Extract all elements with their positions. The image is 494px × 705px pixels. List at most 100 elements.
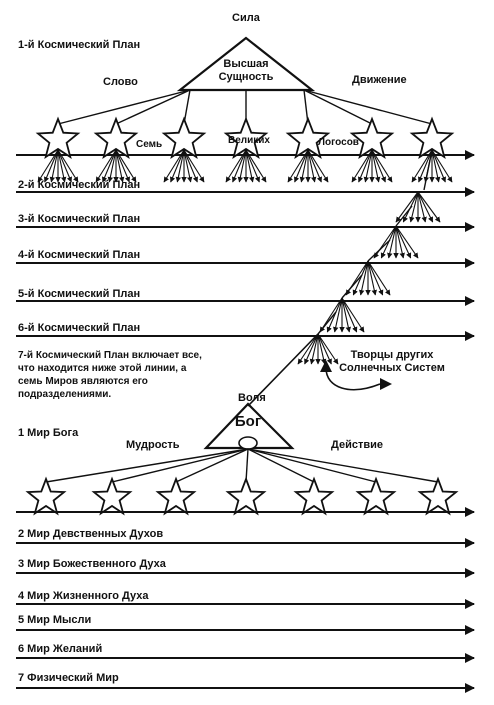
god-circle xyxy=(238,436,258,450)
logos-fan-3-arrow-1 xyxy=(163,149,185,183)
chain-fan-1-arrow-3 xyxy=(409,191,419,223)
logos-fan-1-arrow-7 xyxy=(57,149,79,183)
world-star-4 xyxy=(225,476,267,516)
logos-word-great: Великих xyxy=(228,135,270,146)
logos-fan-6-arrow-2 xyxy=(358,149,373,183)
cosmic-plane-1-label: 1-й Космический План xyxy=(18,39,141,51)
word-label: Слово xyxy=(103,76,138,88)
logos-fan-2-arrow-3 xyxy=(107,149,117,183)
logos-fan-5-arrow-2 xyxy=(294,149,309,183)
chain-fan-5-arrow-2 xyxy=(304,333,319,365)
chain-fan-1-arrow-7 xyxy=(417,191,441,223)
wisdom-label: Мудрость xyxy=(126,439,180,451)
logos-word-logoi: Логосов xyxy=(318,137,359,148)
world-3-label: 3 Мир Божественного Духа xyxy=(18,558,166,570)
creators-arrowhead xyxy=(380,378,392,390)
logos-fan-5-arrow-7 xyxy=(307,149,329,183)
action-label: Действие xyxy=(331,439,383,451)
logos-star-4 xyxy=(223,116,269,160)
logos-fan-4-arrow-5 xyxy=(245,149,255,183)
supreme-being-label-line1: Высшая xyxy=(223,58,269,70)
logos-fan-2-arrow-7 xyxy=(115,149,137,183)
logos-ray-1 xyxy=(57,89,191,125)
logos-fan-7-arrow-2 xyxy=(418,149,433,183)
supreme-being-label-line2: Сущность xyxy=(218,71,274,83)
creators-arrowhead-up xyxy=(320,360,332,372)
logos-star-5 xyxy=(285,116,331,160)
logos-star-3 xyxy=(161,116,207,160)
motion-label: Движение xyxy=(352,74,407,86)
world-7-label: 7 Физический Мир xyxy=(18,672,119,684)
logos-fan-3-arrow-5 xyxy=(183,149,193,183)
chain-fan-3-arrow-5 xyxy=(367,260,377,296)
chain-fan-2-arrow-3 xyxy=(387,225,397,259)
will-label: Воля xyxy=(238,392,266,404)
logos-fan-1-arrow-2 xyxy=(44,149,59,183)
chain-link-3 xyxy=(367,239,391,262)
chain-fan-4-arrow-6 xyxy=(341,297,358,333)
world-6-label: 6 Мир Желаний xyxy=(18,643,103,655)
logos-fan-4-arrow-1 xyxy=(225,149,247,183)
world-ray-6 xyxy=(247,448,377,483)
chain-fan-2-arrow-5 xyxy=(395,225,405,259)
chain-link-1 xyxy=(423,149,433,191)
logos-fan-4-arrow-7 xyxy=(245,149,267,183)
world-ray-4 xyxy=(245,448,249,483)
creators-label-line1: Творцы других xyxy=(350,349,434,361)
logos-star-7 xyxy=(409,116,455,160)
logos-fan-6-arrow-5 xyxy=(371,149,381,183)
chain-fan-3-arrow-6 xyxy=(367,260,384,296)
logos-fan-6-arrow-6 xyxy=(371,149,386,183)
world-ray-5 xyxy=(247,448,315,483)
logos-fan-1-arrow-5 xyxy=(57,149,67,183)
chain-link-4 xyxy=(341,274,363,299)
logos-fan-6-arrow-7 xyxy=(371,149,393,183)
logos-fan-7-arrow-7 xyxy=(431,149,453,183)
cosmic-plane-6-label: 6-й Космический План xyxy=(18,322,141,334)
cosmic-plane-7-line3: семь Миров являются его xyxy=(18,376,148,387)
logos-ray-3 xyxy=(183,89,191,125)
creators-curve xyxy=(325,367,381,391)
logos-fan-3-arrow-3 xyxy=(175,149,185,183)
chain-fan-3-arrow-2 xyxy=(352,260,369,296)
logos-fan-2-arrow-6 xyxy=(115,149,130,183)
world-ray-7 xyxy=(247,448,439,483)
world-ray-2 xyxy=(111,448,249,483)
chain-link-5 xyxy=(317,311,337,335)
chain-fan-4-arrow-2 xyxy=(326,297,343,333)
logos-ray-2 xyxy=(115,89,191,125)
logos-fan-5-arrow-3 xyxy=(299,149,309,183)
chain-fan-5-arrow-6 xyxy=(317,333,332,365)
cosmic-plane-5-label: 5-й Космический План xyxy=(18,288,141,300)
logos-fan-4-arrow-2 xyxy=(232,149,247,183)
cosmic-plane-7-line2: что находится ниже этой линии, а xyxy=(18,363,187,374)
chain-fan-5-arrow-3 xyxy=(309,333,319,365)
chain-link-2 xyxy=(395,205,413,227)
chain-fan-3-arrow-7 xyxy=(367,260,391,296)
world-ray-3 xyxy=(175,448,249,483)
cosmic-plane-7-line1: 7-й Космический План включает все, xyxy=(18,350,202,361)
logos-fan-1-arrow-1 xyxy=(37,149,59,183)
chain-fan-3-arrow-3 xyxy=(359,260,369,296)
cosmic-plane-2-label: 2-й Космический План xyxy=(18,179,141,191)
descent-line xyxy=(247,333,319,407)
logos-fan-1-arrow-6 xyxy=(57,149,72,183)
chain-fan-4-arrow-5 xyxy=(341,297,351,333)
world-5-label: 5 Мир Мысли xyxy=(18,614,92,626)
world-star-1 xyxy=(25,476,67,516)
logos-fan-5-arrow-6 xyxy=(307,149,322,183)
chain-fan-1-arrow-6 xyxy=(417,191,434,223)
logos-fan-2-arrow-5 xyxy=(115,149,125,183)
force-label: Сила xyxy=(232,12,260,24)
logos-fan-4-arrow-3 xyxy=(237,149,247,183)
logos-star-6 xyxy=(349,116,395,160)
world-star-6 xyxy=(355,476,397,516)
logos-fan-7-arrow-5 xyxy=(431,149,441,183)
world-star-2 xyxy=(91,476,133,516)
world-star-7 xyxy=(417,476,459,516)
logos-ray-7 xyxy=(303,89,433,125)
logos-fan-5-arrow-5 xyxy=(307,149,317,183)
chain-fan-5-arrow-5 xyxy=(317,333,327,365)
